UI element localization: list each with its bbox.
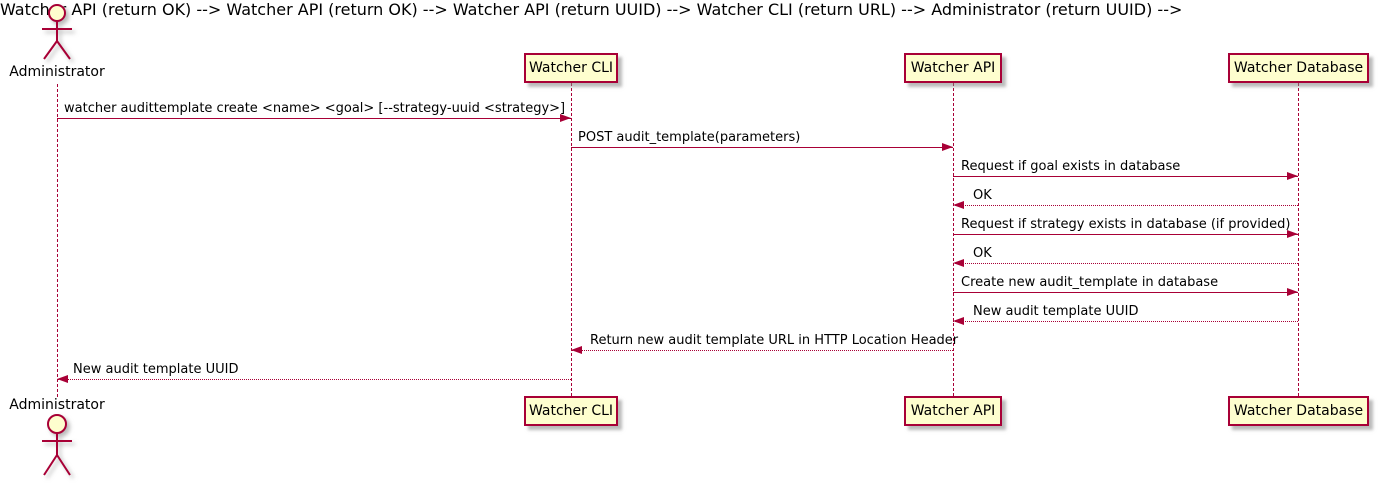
lifeline-administrator	[57, 84, 58, 397]
actor-label-bottom: Administrator	[9, 397, 105, 413]
arrowhead-right-icon	[942, 143, 953, 151]
message-arrow	[953, 292, 1298, 293]
message-text: OK	[973, 188, 992, 203]
actor-label-top: Administrator	[9, 64, 105, 80]
message-arrow	[953, 205, 1298, 206]
arrowhead-right-icon	[1287, 288, 1298, 296]
message-text: New audit template UUID	[973, 304, 1139, 319]
message-text: New audit template UUID	[73, 362, 239, 377]
message-text: Return new audit template URL in HTTP Lo…	[590, 333, 959, 348]
arrowhead-left-icon	[953, 317, 964, 325]
participant-watcher-cli-bottom: Watcher CLI	[524, 396, 618, 426]
arrowhead-left-icon	[953, 259, 964, 267]
message-arrow	[953, 176, 1298, 177]
message-arrow	[571, 147, 953, 148]
message-arrow	[57, 118, 571, 119]
message-text: Request if strategy exists in database (…	[961, 217, 1291, 232]
message-arrow	[953, 263, 1298, 264]
message-text: OK	[973, 246, 992, 261]
participant-watcher-cli-top: Watcher CLI	[524, 53, 618, 83]
arrowhead-left-icon	[571, 346, 582, 354]
lifeline-watcher-database	[1298, 83, 1299, 396]
message-arrow	[571, 350, 953, 351]
actor-administrator-icon	[42, 414, 72, 476]
arrowhead-right-icon	[560, 114, 571, 122]
participant-watcher-api-bottom: Watcher API	[904, 396, 1002, 426]
participant-watcher-api-top: Watcher API	[904, 53, 1002, 83]
arrowhead-left-icon	[953, 201, 964, 209]
message-arrow	[57, 379, 571, 380]
lifeline-watcher-api	[953, 83, 954, 396]
participant-watcher-database-bottom: Watcher Database	[1228, 396, 1369, 426]
arrowhead-right-icon	[1287, 172, 1298, 180]
message-arrow	[953, 321, 1298, 322]
message-arrow	[953, 234, 1298, 235]
message-text: POST audit_template(parameters)	[578, 130, 801, 145]
message-text: watcher audittemplate create <name> <goa…	[64, 101, 566, 116]
arrowhead-right-icon	[1287, 230, 1298, 238]
message-text: Create new audit_template in database	[961, 275, 1219, 290]
message-text: Request if goal exists in database	[961, 159, 1181, 174]
actor-administrator-icon	[42, 4, 72, 60]
arrowhead-left-icon	[57, 375, 68, 383]
participant-watcher-database-top: Watcher Database	[1228, 53, 1369, 83]
lifeline-watcher-cli	[571, 83, 572, 396]
